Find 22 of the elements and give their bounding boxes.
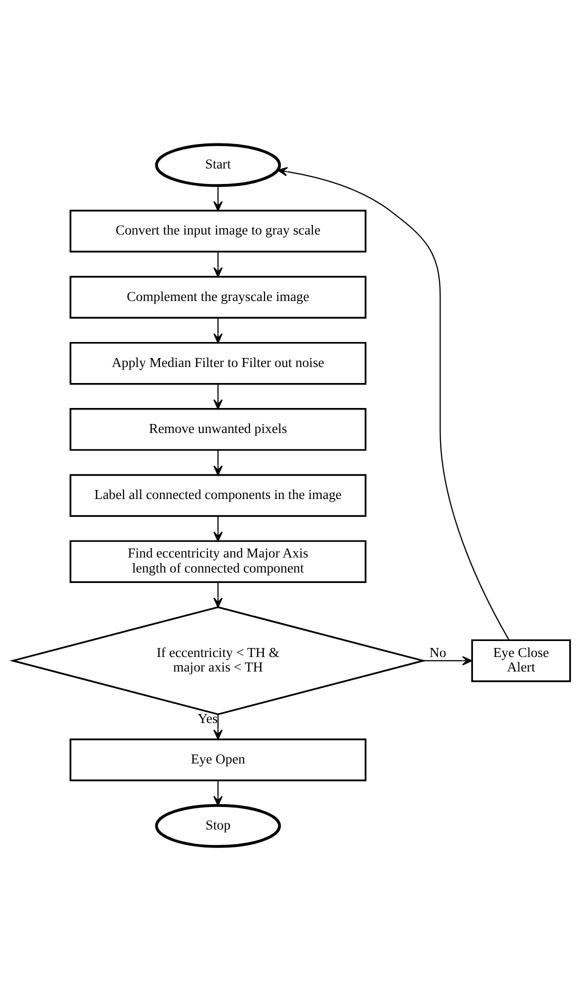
node-box: Convert the input image to gray scale	[70, 210, 366, 253]
arrow	[213, 714, 223, 740]
arrow	[213, 582, 223, 608]
arrow	[277, 166, 510, 640]
arrow	[423, 656, 472, 666]
node-box: Eye Close Alert	[471, 639, 571, 682]
node-box: Eye Open	[70, 738, 366, 782]
node-ellipse: Stop	[155, 804, 281, 848]
node-box: Label all connected components in the image	[70, 474, 366, 517]
edge-label: No	[429, 644, 446, 660]
arrow	[213, 780, 223, 806]
node-box: Apply Median Filter to Filter out noise	[70, 342, 366, 385]
arrow	[213, 318, 223, 344]
node-box: Remove unwanted pixels	[70, 408, 366, 451]
arrow	[213, 516, 223, 542]
arrow	[213, 450, 223, 476]
node-box: Find eccentricity and Major Axis length of connected component	[70, 540, 366, 583]
node-ellipse: Start	[155, 143, 281, 187]
arrow	[213, 252, 223, 278]
arrow	[213, 384, 223, 410]
node-box: Complement the grayscale image	[70, 276, 366, 319]
arrow	[213, 186, 223, 212]
